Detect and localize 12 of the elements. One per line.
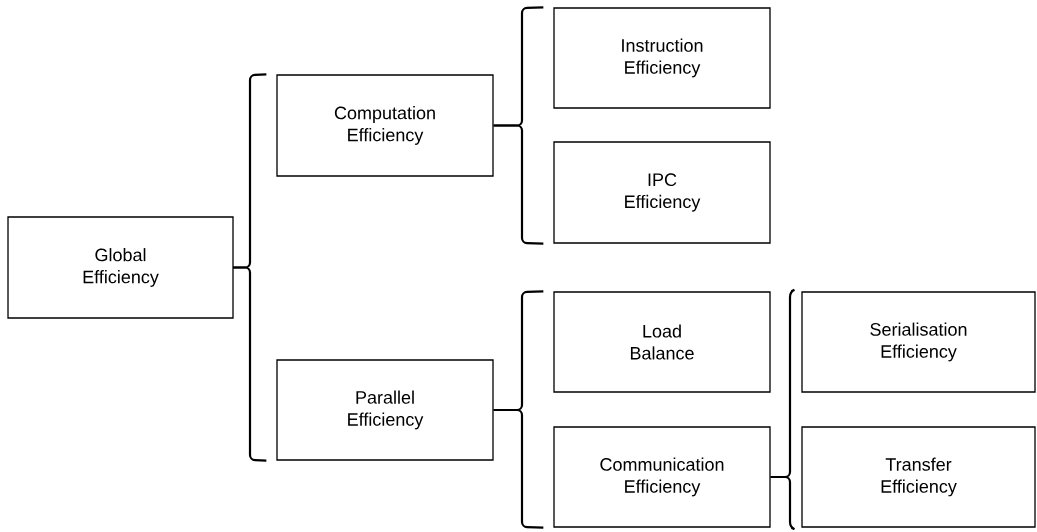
- efficiency-box: Transfer Efficiency: [801, 426, 1036, 528]
- efficiency-box: Communication Efficiency: [553, 426, 771, 528]
- bracket-connector: [493, 408, 544, 529]
- efficiency-box: IPC Efficiency: [553, 141, 771, 244]
- efficiency-box: Serialisation Efficiency: [801, 291, 1036, 393]
- efficiency-box: Computation Efficiency: [276, 74, 494, 177]
- bracket-connector: [493, 124, 544, 245]
- efficiency-box: Instruction Efficiency: [553, 7, 771, 109]
- bracket-connector: [770, 475, 796, 531]
- efficiency-box: Global Efficiency: [7, 216, 234, 319]
- efficiency-box: Parallel Efficiency: [276, 359, 494, 461]
- efficiency-box: Load Balance: [553, 291, 771, 393]
